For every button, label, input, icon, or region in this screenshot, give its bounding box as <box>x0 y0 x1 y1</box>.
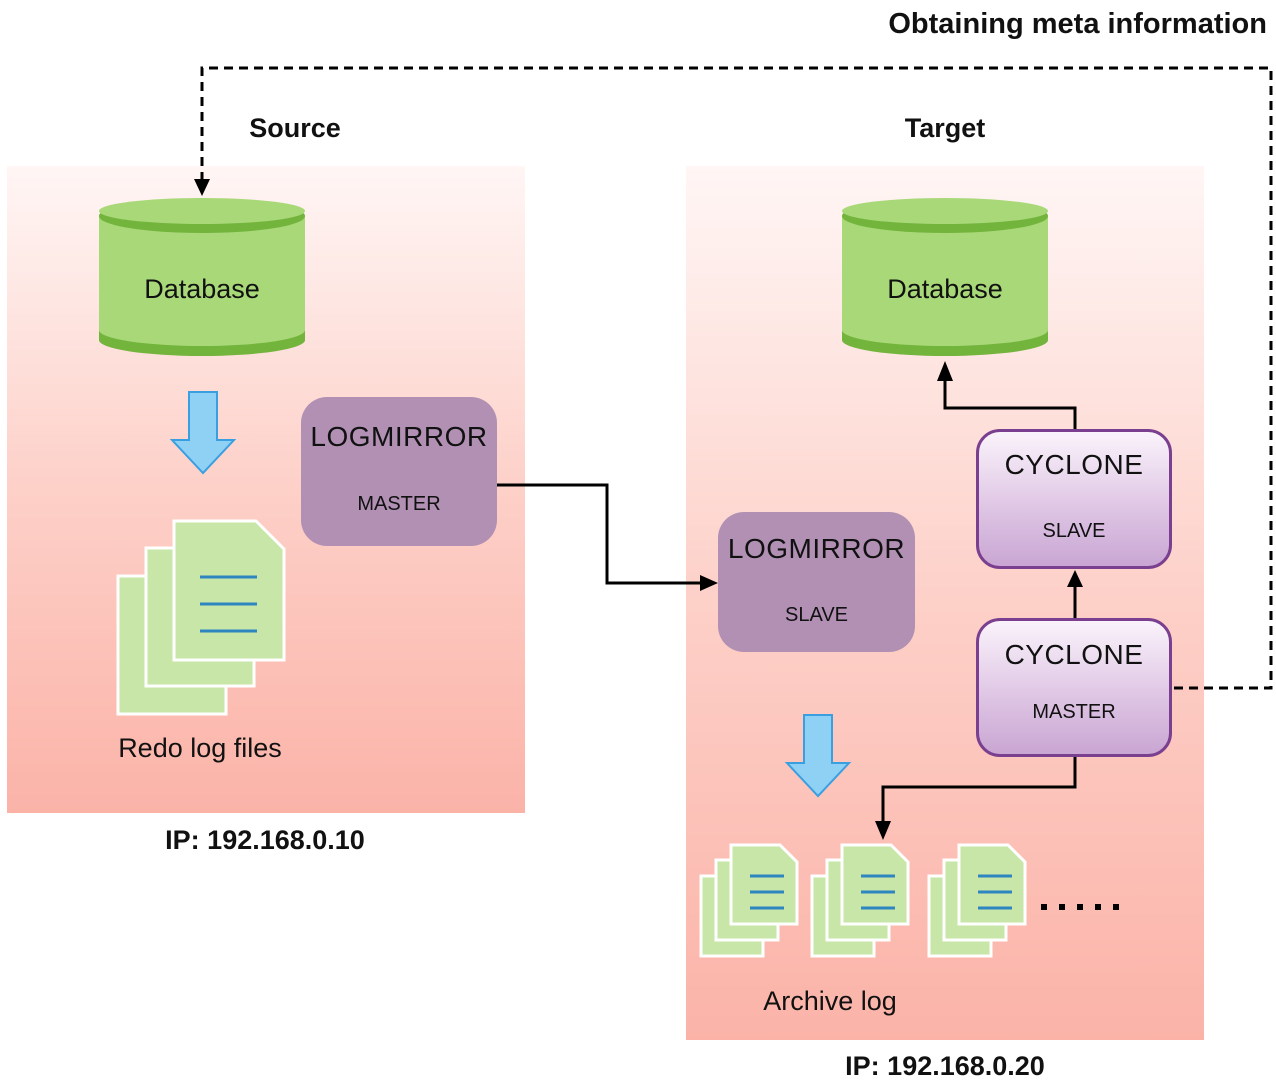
cyclone-master-name: CYCLONE <box>1004 639 1144 670</box>
cyclone-slave-name: CYCLONE <box>1004 449 1144 480</box>
target-down-arrow-icon <box>784 714 852 798</box>
logmirror-master-box[interactable]: LOGMIRROR MASTER <box>301 397 497 546</box>
cyclone-slave-box[interactable]: CYCLONE SLAVE <box>976 429 1172 569</box>
ellipsis-dots <box>1041 904 1119 910</box>
target-ip-label: IP: 192.168.0.20 <box>845 1051 1045 1081</box>
meta-info-heading: Obtaining meta information <box>888 8 1267 40</box>
target-heading: Target <box>904 113 986 143</box>
source-ip-label: IP: 192.168.0.10 <box>165 825 365 855</box>
source-database-icon <box>99 198 305 356</box>
logmirror-slave-role: SLAVE <box>785 604 848 626</box>
source-database-label: Database <box>144 274 260 304</box>
source-heading: Source <box>249 113 341 143</box>
cyclone-slave-role: SLAVE <box>1042 520 1106 542</box>
cyclone-to-db-arrowhead <box>937 361 953 381</box>
cyclone-to-archive-connector <box>881 757 1077 825</box>
meta-info-dashed-connector <box>200 66 1273 690</box>
archive-log-label: Archive log <box>763 986 897 1016</box>
target-database-icon <box>842 198 1048 356</box>
source-down-arrow-icon <box>169 391 237 475</box>
meta-info-arrowhead <box>194 179 210 196</box>
archive-log-files-icon <box>699 843 1119 958</box>
target-database-label: Database <box>887 274 1003 304</box>
logmirror-link-arrowhead <box>700 575 718 591</box>
logmirror-link-connector <box>497 483 703 585</box>
redo-log-files-label: Redo log files <box>118 733 282 763</box>
logmirror-master-name: LOGMIRROR <box>310 421 488 452</box>
logmirror-slave-name: LOGMIRROR <box>727 533 906 564</box>
cyclone-link-arrowhead <box>1067 570 1083 587</box>
redo-log-files-icon <box>116 519 286 716</box>
cyclone-master-role: MASTER <box>1032 701 1116 723</box>
logmirror-master-role: MASTER <box>357 493 441 515</box>
cyclone-master-box[interactable]: CYCLONE MASTER <box>976 618 1172 757</box>
cyclone-to-archive-arrowhead <box>875 821 891 840</box>
logmirror-slave-box[interactable]: LOGMIRROR SLAVE <box>718 512 915 652</box>
cyclone-to-db-connector <box>943 376 1077 430</box>
